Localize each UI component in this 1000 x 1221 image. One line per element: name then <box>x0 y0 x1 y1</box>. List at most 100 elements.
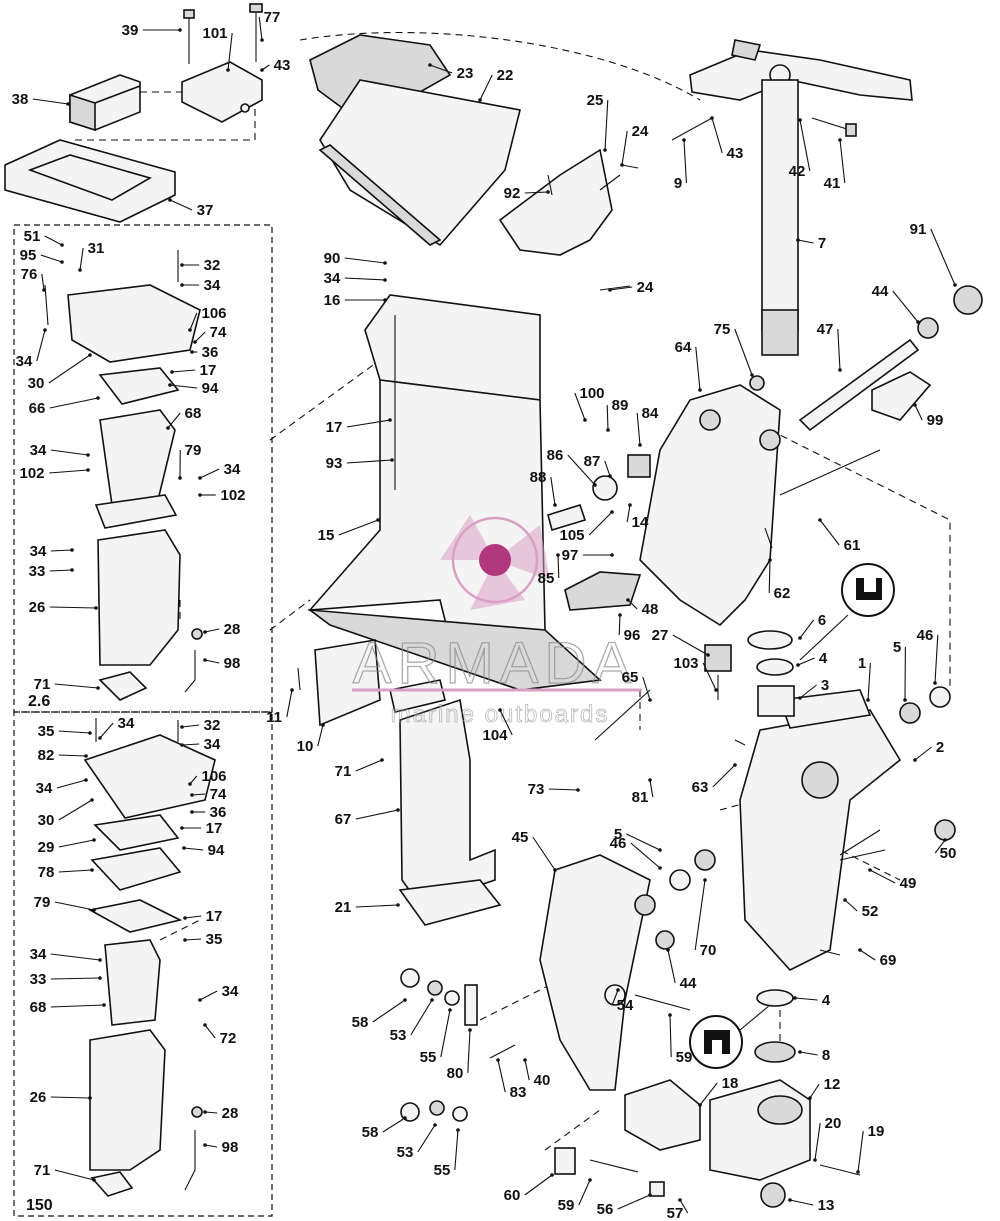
callout-number: 34 <box>324 270 341 287</box>
callout-number: 103 <box>673 655 698 672</box>
callout-49: 49 <box>868 868 916 892</box>
callout-number: 19 <box>868 1123 885 1140</box>
callout-70: 70 <box>694 878 716 959</box>
callout-number: 14 <box>632 514 649 531</box>
leader-line <box>54 1169 95 1181</box>
callout-103: 103 <box>673 655 718 692</box>
leader-line <box>317 724 324 747</box>
callout-b26: 26 <box>29 599 98 616</box>
callout-14: 14 <box>626 503 649 531</box>
leader-line <box>183 847 204 851</box>
leader-arrow <box>588 1178 592 1182</box>
callout-c68: 68 <box>30 999 106 1016</box>
bolt-41 <box>811 117 857 137</box>
callout-number: 85 <box>538 570 555 587</box>
leader-arrow <box>190 793 194 797</box>
leader-arrow <box>203 1023 207 1027</box>
callout-number: 45 <box>512 829 529 846</box>
leader-line <box>914 746 932 761</box>
leader-line <box>532 836 556 871</box>
leader-line <box>642 676 651 701</box>
leader-arrow <box>556 553 560 557</box>
leader-arrow <box>498 708 502 712</box>
callout-number: 38 <box>12 91 29 108</box>
callout-number: 5 <box>893 639 901 656</box>
leader-arrow <box>203 658 207 662</box>
leader-line <box>258 16 263 41</box>
leader-line <box>934 839 946 854</box>
callout-number: 77 <box>264 9 281 26</box>
leader-arrow <box>868 868 872 872</box>
callout-number: 20 <box>825 1115 842 1132</box>
callout-number: 102 <box>19 465 44 482</box>
callout-number: 57 <box>667 1205 684 1221</box>
leader-line <box>557 554 560 579</box>
callout-c33: 33 <box>30 971 102 988</box>
callout-61: 61 <box>818 518 860 554</box>
leader-arrow <box>376 518 380 522</box>
callout-13: 13 <box>788 1197 834 1214</box>
callout-17a: 17 <box>326 418 392 436</box>
leader-arrow <box>648 1193 652 1197</box>
leader-line <box>50 1004 105 1008</box>
callout-b28: 28 <box>203 621 240 638</box>
leader-line <box>617 1194 651 1210</box>
leader-arrow <box>620 163 624 167</box>
leader-arrow <box>953 283 957 287</box>
leader-arrow <box>98 976 102 980</box>
leader-line <box>588 511 613 536</box>
kingpin-7 <box>761 79 799 356</box>
leader-arrow <box>180 283 184 287</box>
leader-arrow <box>610 553 614 557</box>
callout-6: 6 <box>798 612 826 640</box>
leader-line <box>819 519 840 546</box>
leader-arrow <box>190 810 194 814</box>
callout-number: 2 <box>936 739 944 756</box>
callout-number: 37 <box>197 202 214 219</box>
leader-arrow <box>190 350 194 354</box>
callout-number: 106 <box>201 768 226 785</box>
leader-line <box>429 64 453 74</box>
callout-number: 98 <box>222 1139 239 1156</box>
leader-arrow <box>168 198 172 202</box>
leader-arrow <box>66 102 70 106</box>
callout-55b: 55 <box>434 1128 460 1179</box>
leader-arrow <box>182 846 186 850</box>
leader-line <box>49 397 99 409</box>
leader-line <box>56 779 87 789</box>
callout-73: 73 <box>528 781 580 798</box>
leader-arrow <box>70 548 74 552</box>
callout-83: 83 <box>496 1058 526 1101</box>
leader-line <box>734 328 753 376</box>
leader-arrow <box>166 426 170 430</box>
leader-arrow <box>610 510 614 514</box>
watermark-brand: ARMADA <box>353 631 637 696</box>
callout-53a: 53 <box>390 998 434 1044</box>
callout-75: 75 <box>714 321 754 377</box>
leader-arrow <box>798 1050 802 1054</box>
callout-number: 17 <box>206 908 223 925</box>
leader-arrow <box>396 808 400 812</box>
callout-91: 91 <box>910 221 957 287</box>
callout-96: 96 <box>618 613 640 644</box>
tube-47 <box>798 338 920 432</box>
bolt-39 <box>183 9 195 64</box>
leader-arrow <box>583 418 587 422</box>
leader-line <box>799 684 817 699</box>
leader-line <box>611 989 619 1006</box>
leader-line <box>169 384 198 389</box>
leader-line <box>346 459 393 464</box>
leader-arrow <box>866 698 870 702</box>
callout-8: 8 <box>798 1047 830 1064</box>
callout-59b: 59 <box>558 1178 592 1214</box>
leader-line <box>799 619 815 639</box>
callout-c28: 28 <box>203 1105 238 1122</box>
leader-line <box>58 754 87 757</box>
callout-number: 84 <box>642 405 659 422</box>
callout-38: 38 <box>12 91 70 108</box>
leader-line <box>844 899 858 912</box>
callout-number: 12 <box>824 1076 841 1093</box>
callout-number: 87 <box>584 453 601 470</box>
leader-line <box>609 286 633 291</box>
